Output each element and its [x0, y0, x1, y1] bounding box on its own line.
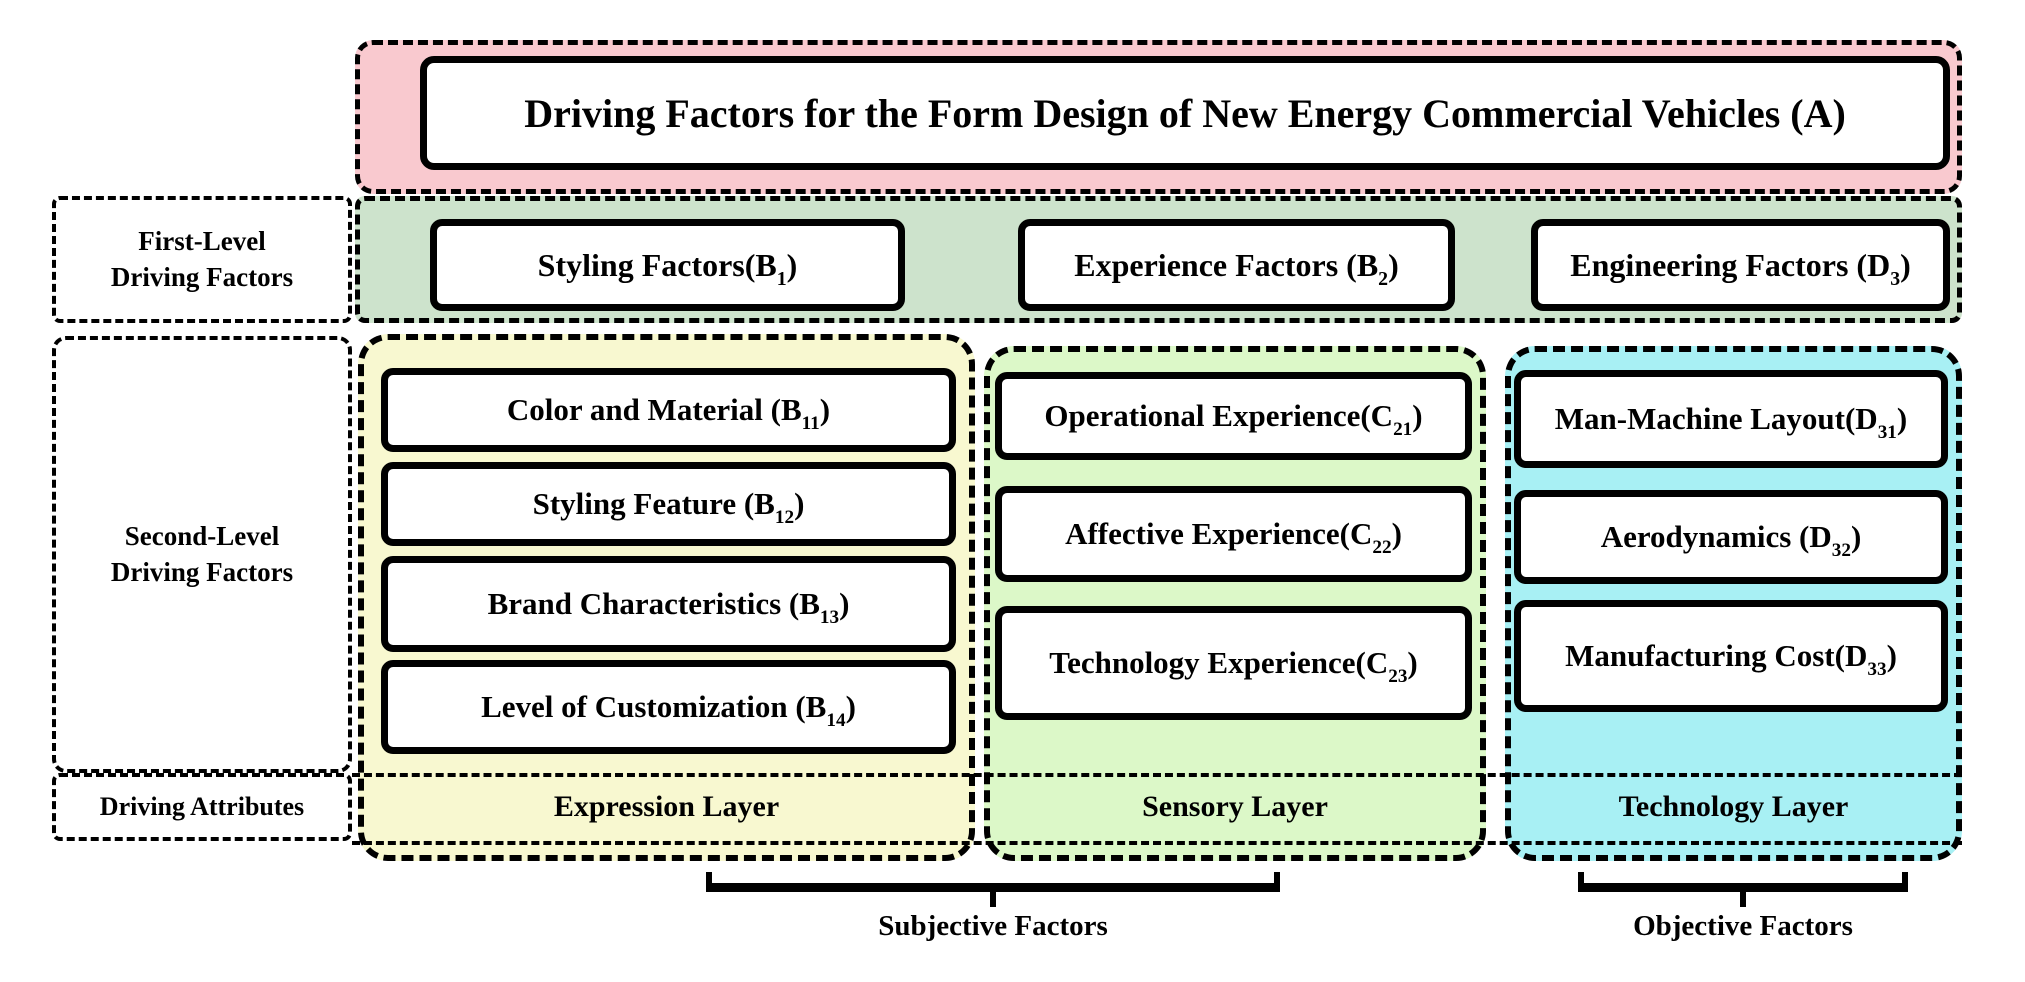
box-color-and-material: Color and Material (B11): [381, 368, 956, 452]
box-level-of-customization: Level of Customization (B14): [381, 660, 956, 754]
box-engineering-factors-label: Engineering Factors (D3): [1570, 246, 1911, 290]
objective-factors-label: Objective Factors: [1633, 910, 1853, 942]
side-label-first-level-line1: First-Level: [138, 226, 266, 257]
box-brand-characteristics-label: Brand Characteristics (B13): [487, 586, 850, 629]
box-operational-experience: Operational Experience(C21): [995, 372, 1472, 460]
side-label-first-level: First-Level Driving Factors: [52, 196, 352, 323]
subjective-factors-label: Subjective Factors: [878, 910, 1108, 942]
box-technology-experience-label: Technology Experience(C23): [1049, 645, 1418, 688]
root-factor-label: Driving Factors for the Form Design of N…: [524, 90, 1846, 136]
box-manufacturing-cost: Manufacturing Cost(D33): [1514, 600, 1948, 712]
box-engineering-factors: Engineering Factors (D3): [1531, 219, 1950, 311]
box-aerodynamics: Aerodynamics (D32): [1514, 490, 1948, 584]
box-manufacturing-cost-label: Manufacturing Cost(D33): [1565, 638, 1897, 681]
box-styling-feature-label: Styling Feature (B12): [532, 486, 805, 529]
box-styling-feature: Styling Feature (B12): [381, 462, 956, 546]
box-level-of-customization-label: Level of Customization (B14): [481, 689, 856, 732]
box-aerodynamics-label: Aerodynamics (D32): [1600, 519, 1862, 562]
box-affective-experience: Affective Experience(C22): [995, 486, 1472, 582]
side-label-second-level: Second-Level Driving Factors: [52, 336, 352, 773]
side-label-driving-attributes: Driving Attributes: [52, 773, 352, 841]
box-styling-factors-label: Styling Factors(B1): [537, 246, 798, 290]
box-technology-experience: Technology Experience(C23): [995, 606, 1472, 720]
box-brand-characteristics: Brand Characteristics (B13): [381, 556, 956, 652]
box-man-machine-layout-label: Man-Machine Layout(D31): [1554, 401, 1908, 444]
side-label-first-level-line2: Driving Factors: [110, 261, 294, 292]
box-experience-factors: Experience Factors (B2): [1018, 219, 1455, 311]
box-styling-factors: Styling Factors(B1): [430, 219, 905, 311]
box-operational-experience-label: Operational Experience(C21): [1044, 398, 1423, 441]
attributes-band-top-line: [352, 773, 1962, 777]
technology-layer-label: Technology Layer: [1618, 790, 1849, 823]
box-experience-factors-label: Experience Factors (B2): [1074, 246, 1399, 290]
root-factor-box: Driving Factors for the Form Design of N…: [420, 56, 1950, 170]
objective-factors-brace: [1578, 872, 1908, 892]
driving-attributes-label: Driving Attributes: [99, 792, 305, 822]
box-color-and-material-label: Color and Material (B11): [506, 392, 831, 435]
side-label-second-level-line1: Second-Level: [124, 521, 280, 552]
box-affective-experience-label: Affective Experience(C22): [1065, 516, 1402, 559]
subjective-factors-brace-tick: [990, 892, 996, 907]
box-man-machine-layout: Man-Machine Layout(D31): [1514, 370, 1948, 468]
sensory-layer-label: Sensory Layer: [1142, 790, 1328, 823]
side-label-second-level-line2: Driving Factors: [110, 556, 294, 587]
objective-factors-brace-tick: [1740, 892, 1746, 907]
attributes-band-bottom-line: [352, 841, 1962, 845]
subjective-factors-brace: [706, 872, 1280, 892]
expression-layer-label: Expression Layer: [553, 790, 780, 823]
